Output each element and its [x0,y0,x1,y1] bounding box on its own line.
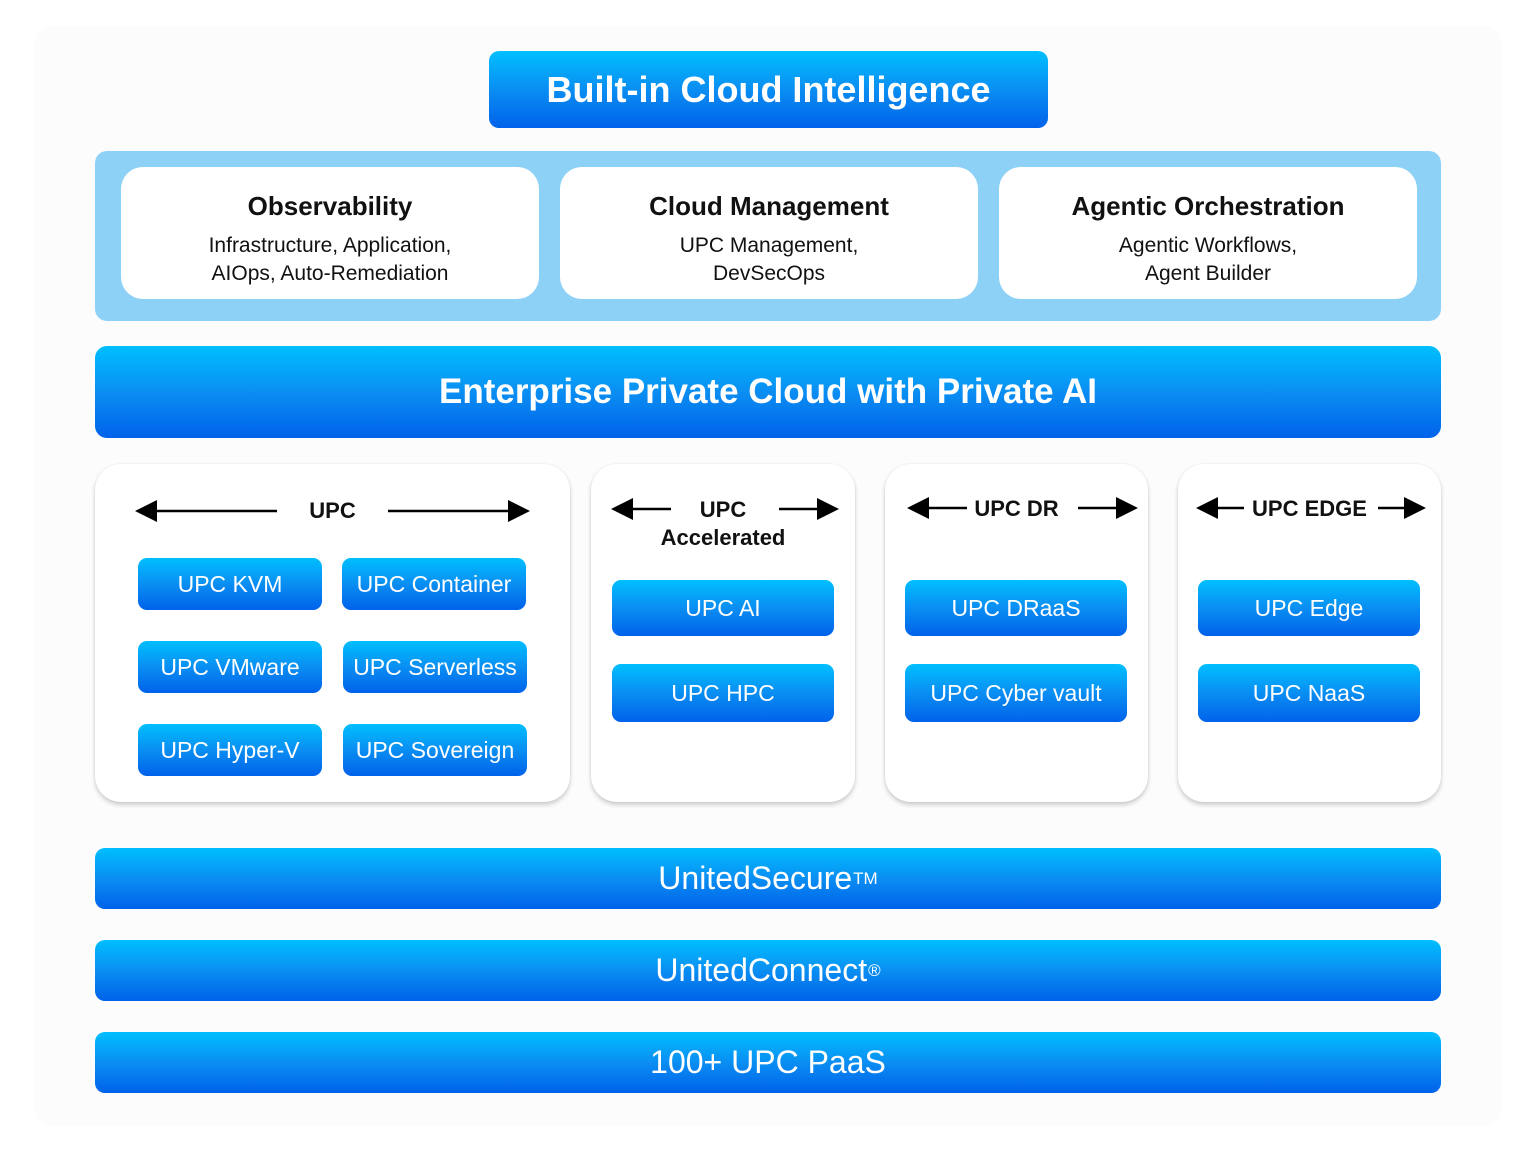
upc-container-tile: UPC Container [342,558,526,610]
registered-mark: ® [868,960,881,980]
intelligence-panel: Observability Infrastructure, Applicatio… [95,151,1441,321]
arrow-right-icon [1378,493,1426,523]
upc-accelerated-column: UPC Accelerated UPC AI UPC HPC [591,464,855,802]
upc-edge-tile: UPC Edge [1198,580,1420,636]
arrow-right-icon [388,496,530,526]
unitedconnect-bar: UnitedConnect® [95,940,1441,1001]
card-line: Agentic Workflows, [1118,234,1298,257]
upc-dr-column: UPC DR UPC DRaaS UPC Cyber vault [885,464,1148,802]
agentic-orchestration-card: Agentic Orchestration Agentic Workflows,… [999,167,1417,299]
upc-paas-bar: 100+ UPC PaaS [95,1032,1441,1093]
card-line: UPC Management, [679,234,859,257]
arrow-right-icon [1078,493,1138,523]
upc-paas-label: 100+ UPC PaaS [650,1044,886,1080]
trademark-mark: TM [853,868,878,888]
upc-edge-column: UPC EDGE UPC Edge UPC NaaS [1178,464,1441,802]
built-in-cloud-intelligence-header: Built-in Cloud Intelligence [489,51,1048,128]
column-heading-line: Accelerated [660,525,786,550]
unitedconnect-label: UnitedConnect [655,952,868,988]
enterprise-private-cloud-bar: Enterprise Private Cloud with Private AI [95,346,1441,438]
upc-hpc-tile: UPC HPC [612,664,834,722]
card-title: Observability [247,191,413,221]
card-line: DevSecOps [712,262,826,285]
unitedsecure-label: UnitedSecure [658,860,853,896]
upc-kvm-tile: UPC KVM [138,558,322,610]
upc-sovereign-tile: UPC Sovereign [343,724,527,776]
arrow-right-icon [779,494,839,524]
arrow-left-icon [135,496,277,526]
card-line: Agent Builder [1144,262,1272,285]
column-heading: UPC EDGE [1252,496,1367,521]
upc-ai-tile: UPC AI [612,580,834,636]
column-heading: UPC DR [974,496,1059,521]
card-line: Infrastructure, Application, [208,234,452,257]
upc-cyber-vault-tile: UPC Cyber vault [905,664,1127,722]
observability-card: Observability Infrastructure, Applicatio… [121,167,539,299]
cloud-management-card: Cloud Management UPC Management, DevSecO… [560,167,978,299]
arrow-left-icon [907,493,967,523]
upc-hyper-v-tile: UPC Hyper-V [138,724,322,776]
upc-draas-tile: UPC DRaaS [905,580,1127,636]
upc-vmware-tile: UPC VMware [138,641,322,693]
upc-column: UPC UPC KVM UPC Container UPC VMware UPC… [95,464,570,802]
column-heading: UPC [309,498,356,523]
card-line: AIOps, Auto-Remediation [211,262,449,285]
enterprise-bar-label: Enterprise Private Cloud with Private AI [438,372,1098,411]
card-title: Agentic Orchestration [1071,191,1345,221]
arrow-left-icon [1196,493,1244,523]
card-title: Cloud Management [649,191,889,221]
header-title: Built-in Cloud Intelligence [546,68,991,110]
column-heading-line: UPC [699,497,747,522]
arrow-left-icon [611,494,671,524]
upc-serverless-tile: UPC Serverless [343,641,527,693]
upc-naas-tile: UPC NaaS [1198,664,1420,722]
